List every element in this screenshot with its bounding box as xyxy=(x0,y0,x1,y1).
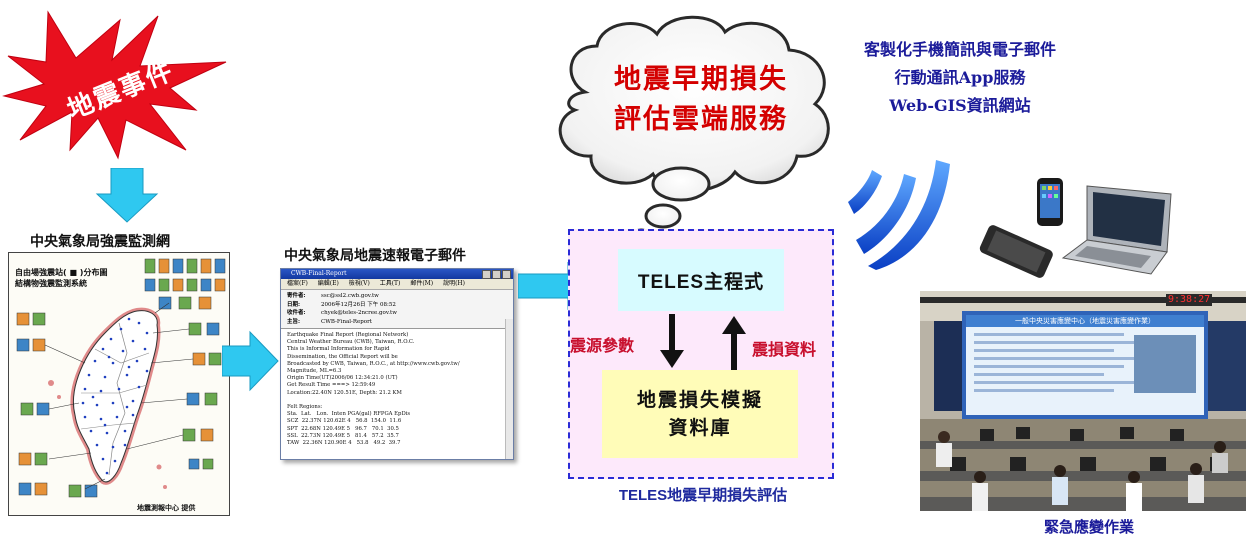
map-title-1: 自由場強震站( ■ )分布圖 xyxy=(15,268,108,277)
email-window-title: CWB-Final-Report xyxy=(281,269,513,279)
mobile-devices xyxy=(979,178,1172,278)
laptop-icon xyxy=(1061,185,1172,275)
services-list: 客製化手機簡訊與電子郵件 行動通訊App服務 Web-GIS資訊網站 xyxy=(808,36,1112,120)
damage-data-label: 震損資料 xyxy=(752,340,817,359)
network-map-panel: 自由場強震站( ■ )分布圖 結構物強震監測系統 xyxy=(8,252,230,516)
cloud-shape xyxy=(558,15,830,242)
cloud-line-1: 地震早期損失 xyxy=(614,64,788,95)
map-footer: 地震測報中心 提供 xyxy=(137,504,196,512)
service-sms-email: 客製化手機簡訊與電子郵件 xyxy=(863,40,1056,59)
maximize-icon[interactable] xyxy=(492,270,501,279)
emergency-caption: 緊急應變作業 xyxy=(1043,518,1134,536)
menu-mail[interactable]: 郵件(M) xyxy=(410,280,434,287)
iphone-icon xyxy=(1037,178,1063,226)
network-caption: 中央氣象局強震監測網 xyxy=(30,234,170,250)
header-from: 寄件者:ssc@ssl2.cwb.gov.tw xyxy=(287,293,379,299)
header-to: 收件者:chyek@teles-2ncree.gov.tw xyxy=(287,310,397,316)
cloud-line-2: 評估雲端服務 xyxy=(614,104,788,135)
service-mobile-app: 行動通訊App服務 xyxy=(894,68,1026,87)
header-date: 日期:2006年12月26日 下午 08:52 xyxy=(287,301,396,308)
teles-main-program-box: TELES主程式 xyxy=(618,249,784,311)
control-room-screen-title: 一般中央災害應變中心（地震災害應變作業） xyxy=(1015,317,1155,325)
control-room-scene xyxy=(920,291,1246,511)
header-subject: 主旨:CWB-Final-Report xyxy=(287,318,372,325)
taiwan-map xyxy=(16,258,226,498)
menu-help[interactable]: 說明(H) xyxy=(443,280,465,287)
up-flow-arrow-icon xyxy=(722,316,746,370)
teles-caption: TELES地震早期損失評估 xyxy=(618,487,788,504)
email-scrollbar[interactable] xyxy=(505,319,513,459)
close-icon[interactable] xyxy=(502,270,511,279)
email-headers: 寄件者:ssc@ssl2.cwb.gov.tw 日期:2006年12月26日 下… xyxy=(281,290,513,329)
menu-view[interactable]: 檢視(V) xyxy=(348,280,370,287)
emergency-operations-photo: 一般中央災害應變中心（地震災害應變作業） 9:38:27 xyxy=(920,291,1246,511)
email-window-title-text: CWB-Final-Report xyxy=(291,270,347,277)
loss-simulation-database-box: 地震損失模擬 資料庫 xyxy=(602,370,798,458)
source-parameters-label: 震源參數 xyxy=(570,336,635,355)
map-title-2: 結構物強震監測系統 xyxy=(15,279,87,288)
down-arrow-icon xyxy=(95,168,159,223)
right-arrow-icon-1 xyxy=(222,330,279,392)
email-caption: 中央氣象局地震速報電子郵件 xyxy=(284,248,466,264)
database-line-2: 資料庫 xyxy=(668,417,732,439)
down-flow-arrow-icon xyxy=(660,314,684,368)
menu-edit[interactable]: 編輯(E) xyxy=(317,280,339,287)
menu-file[interactable]: 檔案(F) xyxy=(287,280,308,287)
minimize-icon[interactable] xyxy=(482,270,491,279)
earthquake-event-starburst xyxy=(2,10,227,160)
menu-tools[interactable]: 工具(T) xyxy=(379,280,401,287)
cloud-service-title: 地震早期損失 評估雲端服務 xyxy=(586,60,816,140)
control-room-clock: 9:38:27 xyxy=(1166,294,1213,306)
email-window: CWB-Final-Report 檔案(F) 編輯(E) 檢視(V) 工具(T)… xyxy=(280,268,514,460)
smartphone-icon xyxy=(979,225,1053,278)
service-web-gis: Web-GIS資訊網站 xyxy=(889,96,1031,115)
email-body: Earthquake Final Report (Regional Networ… xyxy=(287,332,460,447)
database-line-1: 地震損失模擬 xyxy=(636,389,763,411)
email-menu-bar: 檔案(F) 編輯(E) 檢視(V) 工具(T) 郵件(M) 說明(H) xyxy=(281,279,513,290)
wireless-signal-icon xyxy=(848,160,950,270)
